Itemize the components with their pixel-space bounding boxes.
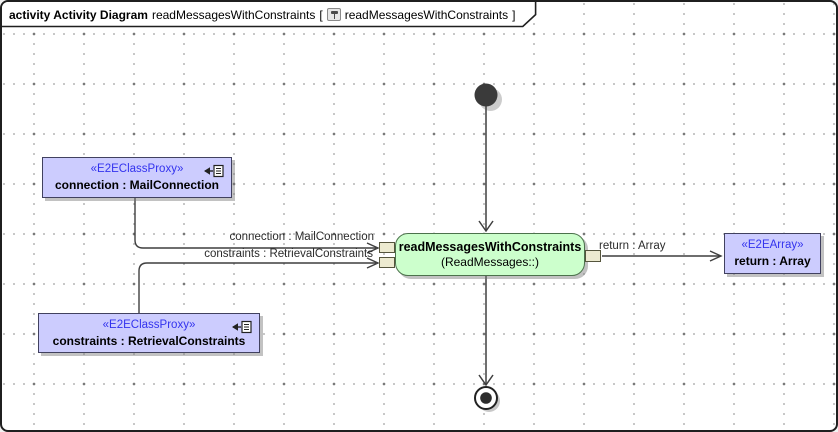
action-title: readMessagesWithConstraints bbox=[398, 240, 582, 254]
edge-label-return[interactable]: return : Array bbox=[599, 240, 666, 252]
frame-diagram-name: readMessagesWithConstraints bbox=[151, 7, 316, 22]
node-action-readmessages[interactable]: readMessagesWithConstraints (ReadMessage… bbox=[395, 233, 585, 276]
element-reference-icon bbox=[204, 164, 224, 178]
initial-node[interactable] bbox=[474, 83, 498, 107]
frame-title: activity Activity Diagram readMessagesWi… bbox=[9, 6, 515, 23]
input-pin-constraints[interactable] bbox=[379, 257, 395, 268]
frame-ref-name: readMessagesWithConstraints bbox=[344, 7, 509, 22]
frame-bracket-open: [ bbox=[319, 7, 323, 22]
edge-label-constraints[interactable]: constraints : RetrievalConstraints bbox=[204, 248, 373, 260]
tab-outline bbox=[2, 2, 537, 28]
action-qualifier: (ReadMessages::) bbox=[440, 255, 540, 269]
edge-label-connection[interactable]: connection : MailConnection bbox=[229, 231, 374, 243]
final-node-dot bbox=[480, 392, 492, 404]
input-pin-connection[interactable] bbox=[379, 242, 395, 253]
constraints-stereotype: «E2EClassProxy» bbox=[102, 318, 196, 331]
output-pin-return[interactable] bbox=[585, 250, 601, 262]
arrowhead-end bbox=[478, 374, 494, 387]
constraints-name: constraints : RetrievalConstraints bbox=[52, 333, 246, 348]
frame-kind-label: activity Activity Diagram bbox=[9, 7, 148, 22]
object-flow-connection[interactable] bbox=[134, 198, 376, 249]
connection-name: connection : MailConnection bbox=[55, 178, 219, 192]
arrowhead-constraints bbox=[366, 257, 380, 269]
return-stereotype: «E2EArray» bbox=[741, 239, 804, 251]
frame-title-tab: activity Activity Diagram readMessagesWi… bbox=[2, 2, 542, 29]
arrowhead-connection bbox=[366, 242, 380, 254]
activity-diagram-icon bbox=[326, 8, 341, 21]
node-constraints-proxy[interactable]: «E2EClassProxy» constraints : RetrievalC… bbox=[38, 313, 260, 353]
object-flow-constraints[interactable] bbox=[138, 262, 376, 313]
arrowhead-return bbox=[709, 250, 723, 262]
connection-stereotype: «E2EClassProxy» bbox=[90, 163, 184, 175]
node-connection-proxy[interactable]: «E2EClassProxy» connection : MailConnect… bbox=[42, 157, 232, 198]
frame-bracket-close: ] bbox=[512, 7, 516, 22]
node-return-array[interactable]: «E2EArray» return : Array bbox=[724, 233, 821, 274]
return-name: return : Array bbox=[734, 254, 811, 268]
element-reference-icon bbox=[232, 320, 252, 334]
arrowhead-start bbox=[478, 220, 494, 233]
